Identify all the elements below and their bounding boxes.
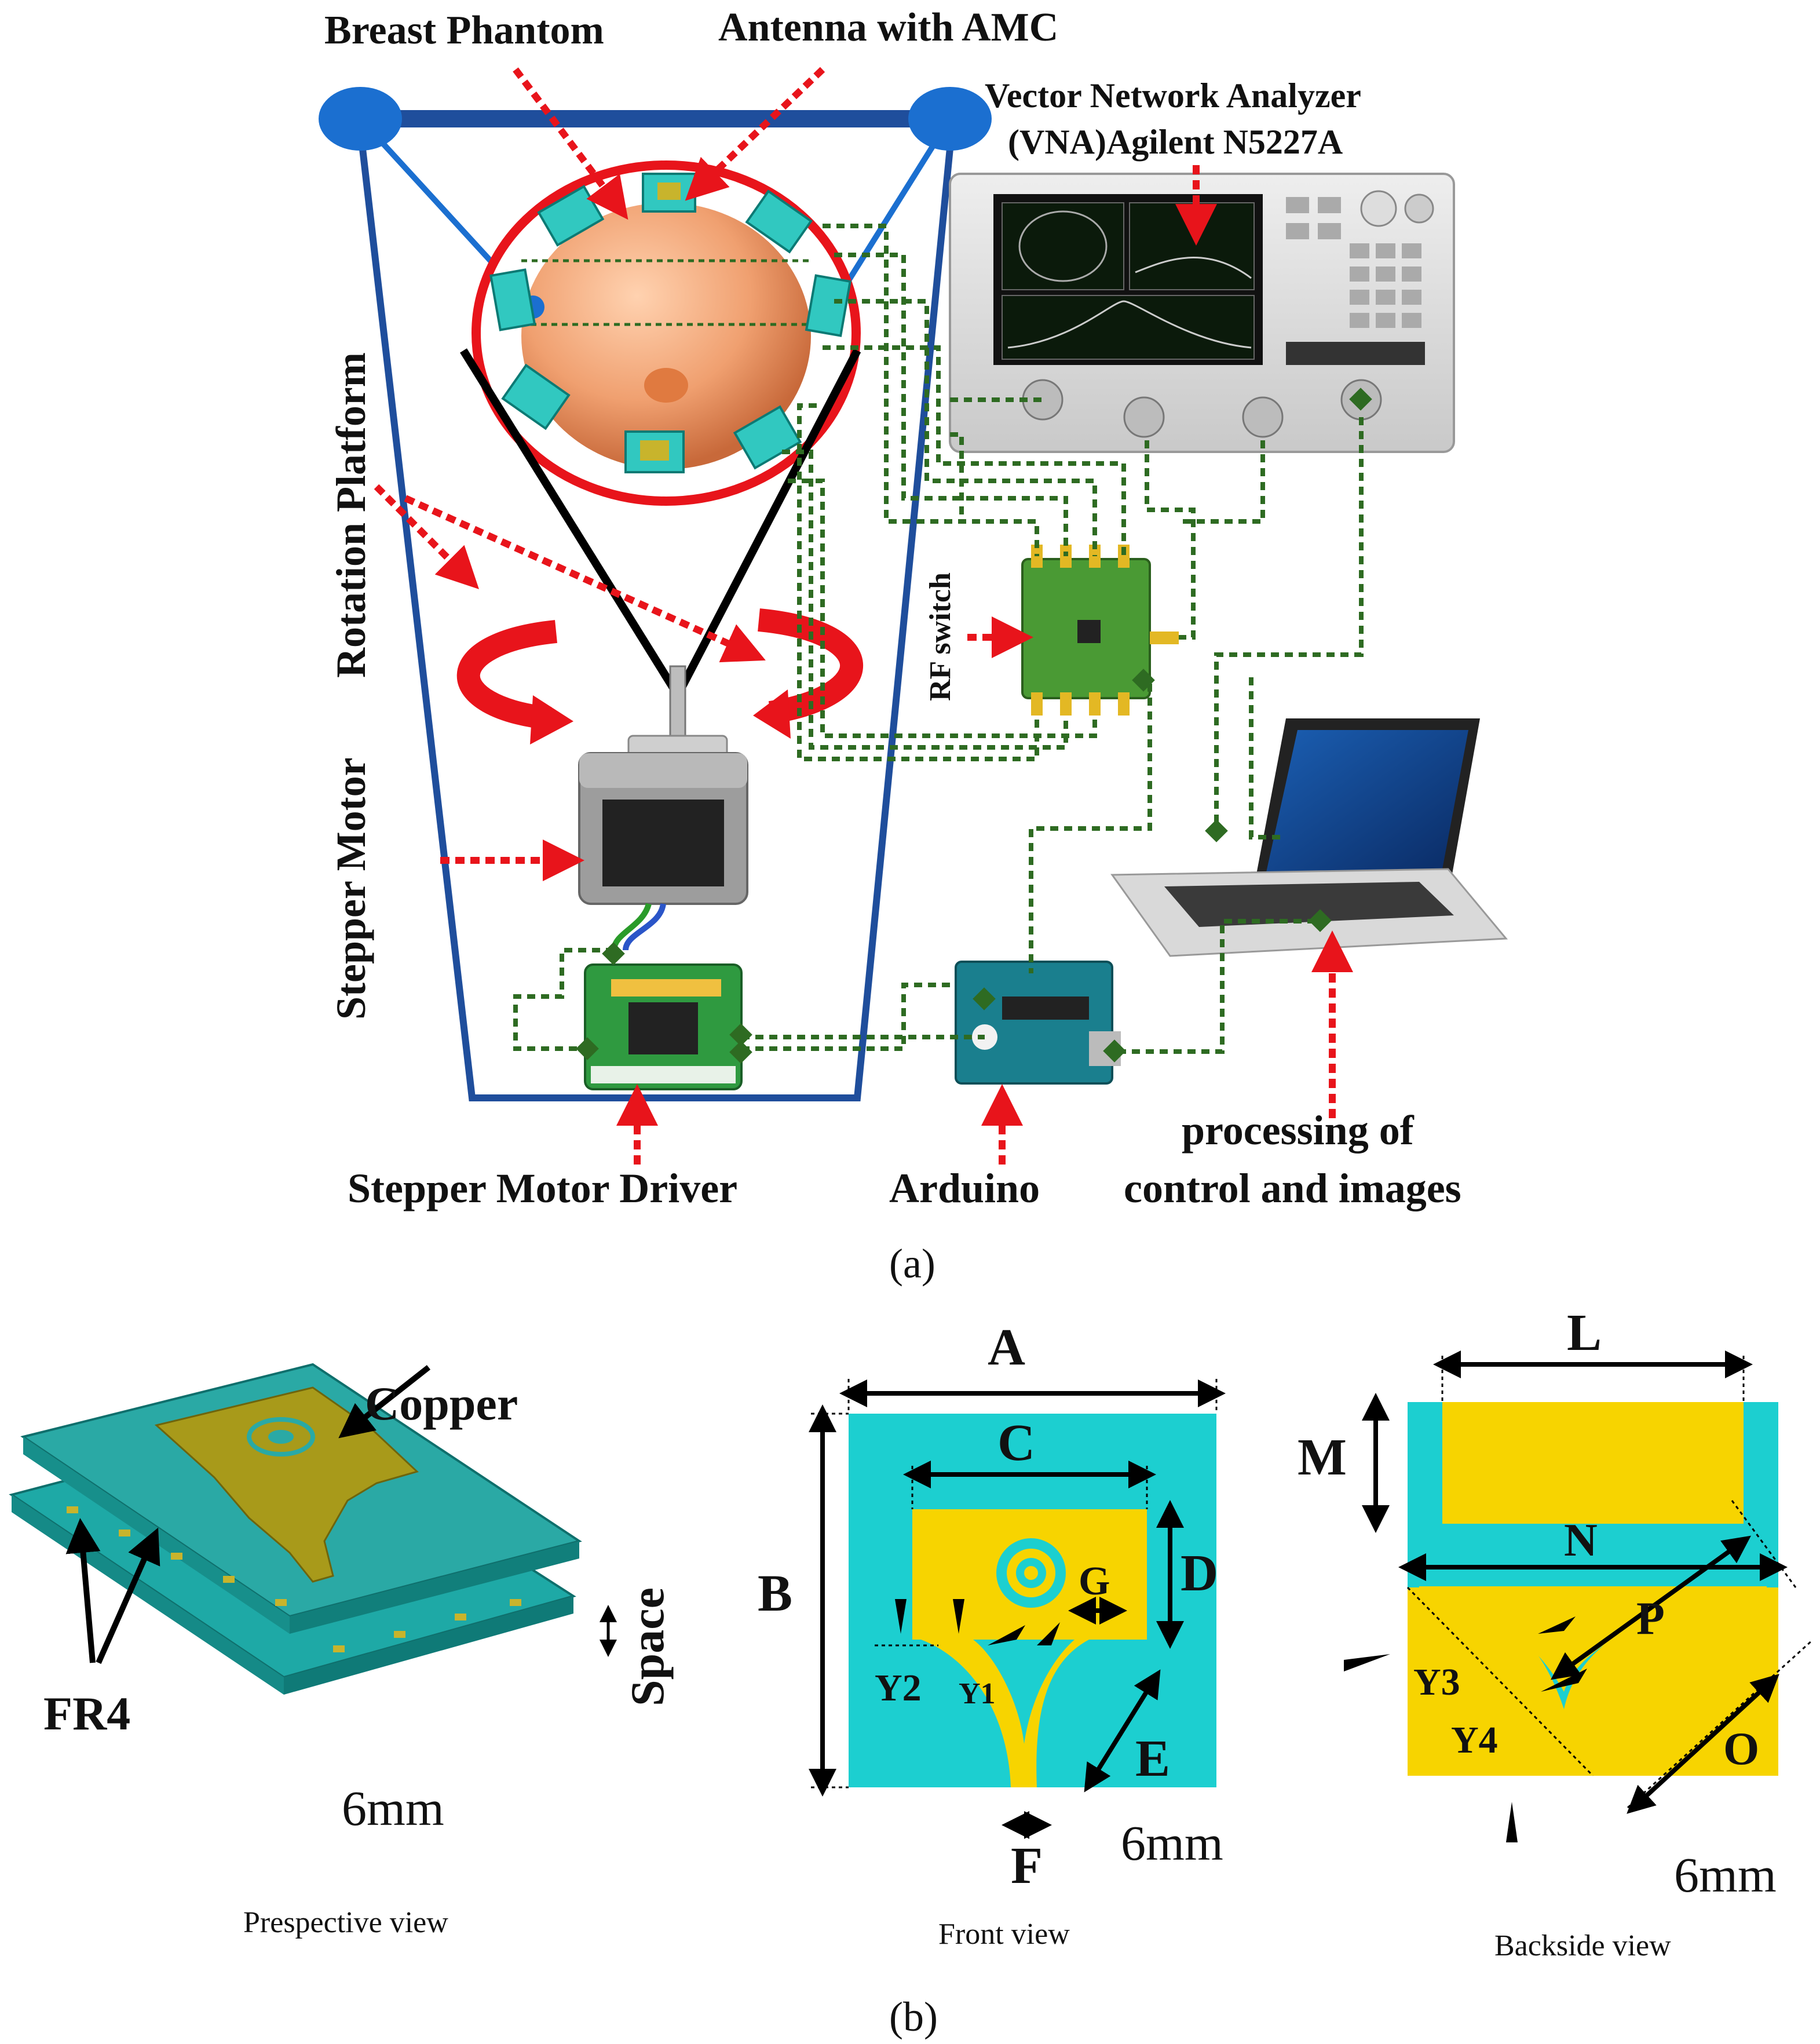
vna-port-3 xyxy=(1242,396,1284,438)
label-copper: Copper xyxy=(365,1377,518,1430)
caption-backside-view: Backside view xyxy=(1494,1929,1671,1962)
antenna-element xyxy=(501,363,571,430)
label-space: Space xyxy=(621,1587,674,1706)
caption-panel-b: (b) xyxy=(889,1994,938,2040)
label-front-A: A xyxy=(988,1319,1025,1376)
phantom-assembly xyxy=(472,160,861,506)
laptop xyxy=(1110,718,1508,957)
label-stepper-motor: Stepper Motor xyxy=(328,757,374,1020)
frame-node-left xyxy=(319,87,402,151)
rotation-arrow-right xyxy=(753,608,863,739)
label-perspective-scale: 6mm xyxy=(342,1780,444,1836)
label-back-Y4: Y4 xyxy=(1451,1719,1498,1761)
vna-port-1 xyxy=(1022,379,1064,421)
label-rf-switch: RF switch xyxy=(924,572,957,701)
label-front-D: D xyxy=(1181,1545,1218,1602)
perspective-view: Copper FR4 Space 6mm Prespective view xyxy=(9,1363,674,1939)
stepper-motor-driver-board xyxy=(584,963,743,1090)
label-back-P: P xyxy=(1636,1593,1665,1644)
rotation-arrow-left xyxy=(456,620,573,744)
label-vna-line2: (VNA)Agilent N5227A xyxy=(1008,123,1343,161)
label-back-L: L xyxy=(1567,1304,1602,1362)
vna-port-2 xyxy=(1123,396,1165,438)
label-vna-line1: Vector Network Analyzer xyxy=(985,76,1361,115)
caption-front-view: Front view xyxy=(938,1918,1070,1951)
label-front-F: F xyxy=(1011,1837,1043,1895)
platform-frame xyxy=(319,87,992,1101)
label-front-B: B xyxy=(758,1565,792,1622)
caption-perspective-view: Prespective view xyxy=(243,1906,448,1939)
caption-panel-a: (a) xyxy=(889,1240,935,1287)
label-breast-phantom: Breast Phantom xyxy=(324,8,604,53)
front-view: A B C D E F G Y2 Y1 6mm Front view xyxy=(758,1319,1226,1951)
antenna-element xyxy=(489,268,536,331)
antenna-element xyxy=(733,405,802,470)
label-front-E: E xyxy=(1135,1730,1170,1787)
label-front-Y2: Y2 xyxy=(875,1667,922,1709)
label-front-scale: 6mm xyxy=(1121,1815,1223,1871)
frame-node-right xyxy=(908,87,992,151)
arduino-board xyxy=(955,961,1121,1085)
label-processing-line2: control and images xyxy=(1124,1165,1461,1211)
label-stepper-motor-driver: Stepper Motor Driver xyxy=(348,1165,737,1211)
label-rotation-platform: Rotation Platform xyxy=(328,352,374,678)
wire-junctions xyxy=(576,388,1372,1064)
antenna-element xyxy=(745,189,813,254)
label-back-Y3: Y3 xyxy=(1413,1661,1460,1703)
signal-wiring xyxy=(513,224,1364,1054)
panel-b: Copper FR4 Space 6mm Prespective view xyxy=(9,1304,1814,2040)
stepper-motor xyxy=(578,665,748,951)
pointer-arrows xyxy=(374,67,1353,1165)
label-back-scale: 6mm xyxy=(1674,1847,1777,1903)
label-antenna-amc: Antenna with AMC xyxy=(718,5,1058,50)
label-back-N: N xyxy=(1564,1515,1598,1566)
back-copper-top xyxy=(1442,1402,1744,1524)
label-arduino: Arduino xyxy=(889,1165,1040,1211)
vna-instrument xyxy=(949,173,1455,453)
backside-view: L M N P O Y3 Y4 6mm Backside view xyxy=(1298,1304,1814,1962)
breast-phantom xyxy=(521,203,811,469)
antenna-element xyxy=(805,274,852,337)
label-front-Y1: Y1 xyxy=(959,1677,996,1710)
label-back-M: M xyxy=(1298,1429,1347,1486)
panel-a: Breast Phantom Antenna with AMC Vector N… xyxy=(319,5,1508,1287)
label-back-O: O xyxy=(1723,1724,1759,1775)
label-fr4: FR4 xyxy=(43,1687,130,1740)
rf-switch-board xyxy=(1021,545,1179,716)
phantom-nipple xyxy=(644,368,688,403)
label-processing-line1: processing of xyxy=(1182,1107,1415,1154)
label-front-G: G xyxy=(1079,1559,1110,1604)
label-front-C: C xyxy=(997,1414,1035,1472)
